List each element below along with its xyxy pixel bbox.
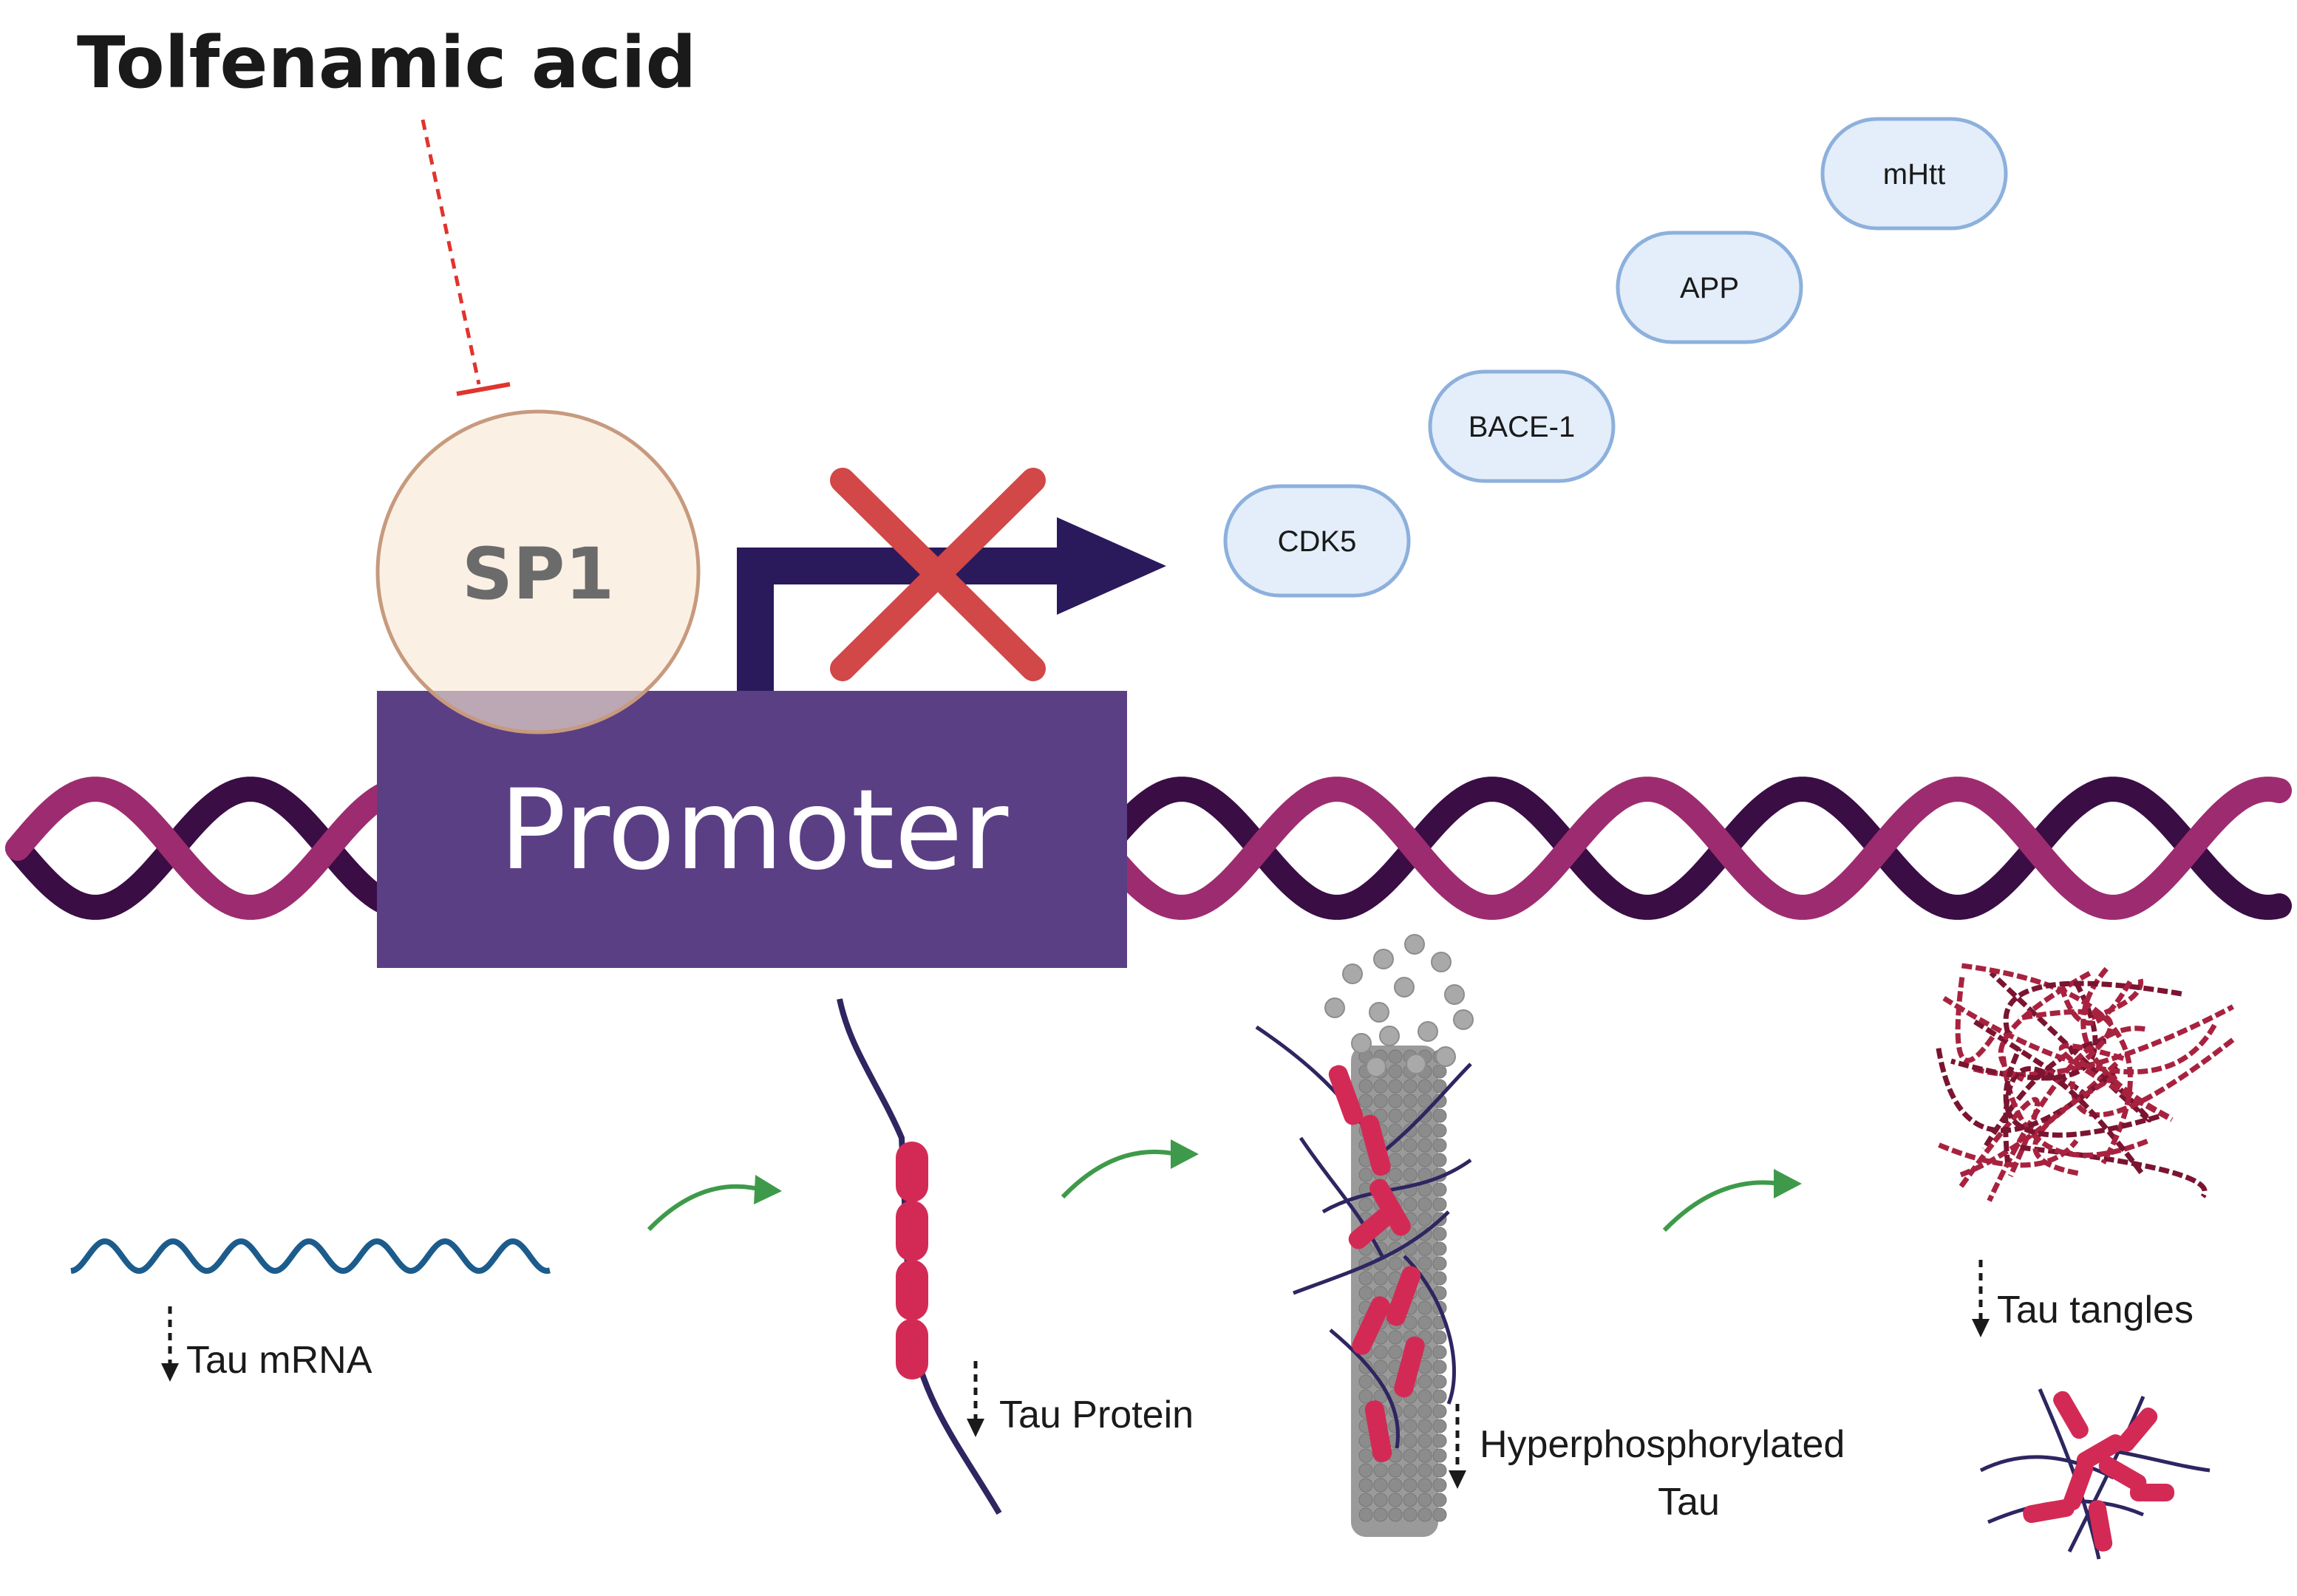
blocked-cross-icon [830, 468, 1046, 681]
label-hyperphosphorylated-tau: Tau [1658, 1481, 1720, 1524]
tau-protein-icon [837, 998, 1002, 1515]
sp1-circle [375, 409, 701, 734]
label-tau-mrna: Tau mRNA [186, 1339, 372, 1382]
decrease-arrow-icon [967, 1361, 984, 1437]
promoter-label: Promoter [500, 766, 1009, 895]
target-gene-app: APP [1616, 231, 1803, 344]
decrease-arrow-icon [1972, 1260, 1990, 1337]
title-tolfenamic-acid: Tolfenamic acid [77, 21, 696, 104]
promoter-box [377, 691, 1127, 968]
svg-text:CDK5: CDK5 [1278, 525, 1357, 558]
target-gene-cdk5: CDK5 [1223, 484, 1411, 598]
flow-arrow-icon [1061, 1139, 1199, 1199]
svg-text:APP: APP [1680, 272, 1739, 304]
inhibition-bar [456, 382, 511, 396]
target-gene-bace1: BACE-1 [1428, 369, 1616, 483]
svg-text:BACE-1: BACE-1 [1469, 411, 1576, 443]
flow-arrow-icon [647, 1175, 782, 1232]
decrease-arrow-icon [161, 1306, 179, 1382]
label-tau-protein: Tau Protein [999, 1394, 1194, 1436]
dna-helix [5, 777, 2292, 920]
tau-aggregate-icon [1979, 1388, 2211, 1560]
transcription-arrowhead [1057, 517, 1166, 615]
label-hyperphosphorylated: Hyperphosphorylated [1480, 1423, 1845, 1466]
tau-mrna-wave [70, 1238, 551, 1275]
inhibition-dashed-line [421, 119, 481, 385]
sp1-label: SP1 [462, 533, 614, 615]
flow-arrow-icon [1662, 1169, 1802, 1232]
label-tau-tangles: Tau tangles [1997, 1289, 2194, 1331]
microtubule-icon [1255, 934, 1474, 1537]
target-gene-mhtt: mHtt [1820, 117, 2008, 231]
svg-text:mHtt: mHtt [1883, 158, 1945, 191]
decrease-arrow-icon [1449, 1404, 1466, 1489]
tau-tangle-network-icon [1936, 963, 2235, 1202]
